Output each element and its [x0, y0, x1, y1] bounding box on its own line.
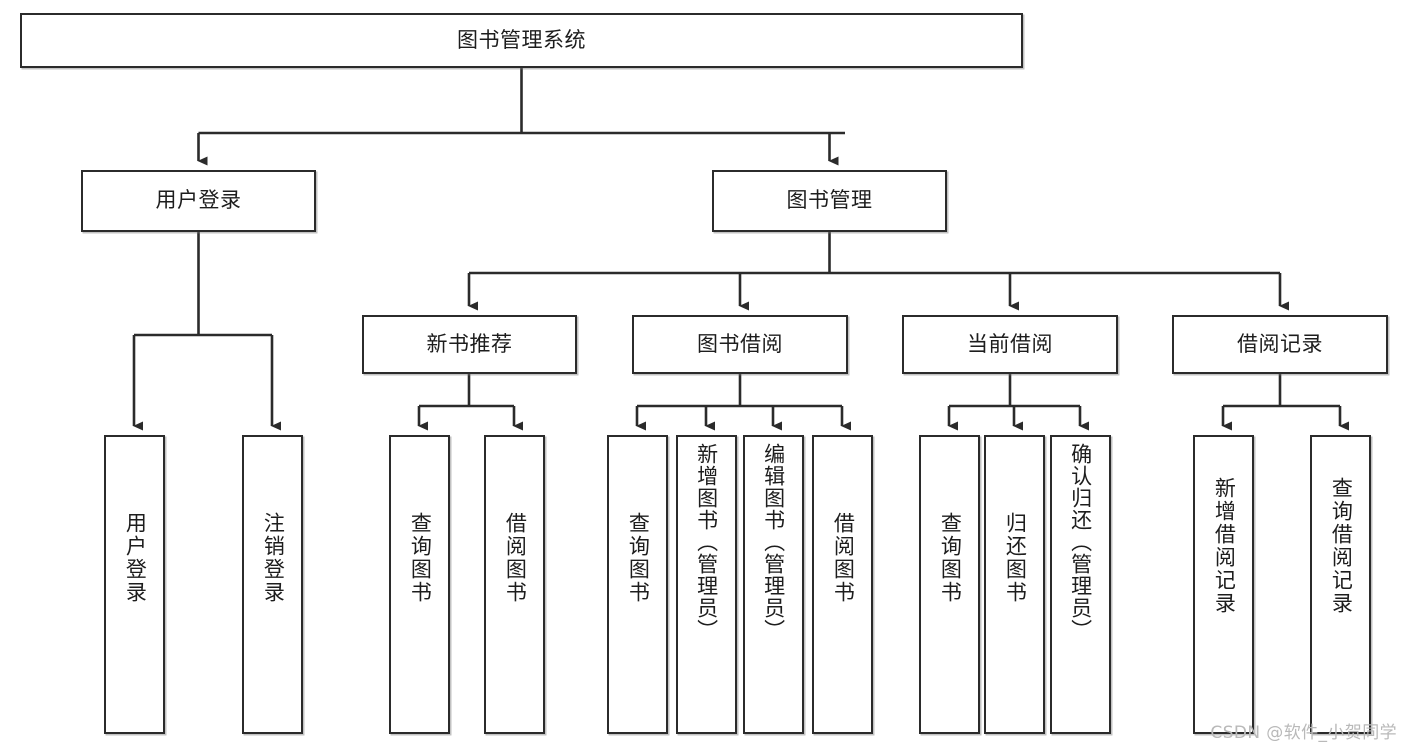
- node-leaf-add-record[interactable]: 新增借阅记录: [1193, 435, 1254, 734]
- node-leaf-edit-book[interactable]: 编辑图书（管理员）: [743, 435, 804, 734]
- node-book-borrow[interactable]: 图书借阅: [632, 315, 848, 374]
- node-leaf-user-logout-label: 注销登录: [261, 512, 286, 604]
- node-borrow-record[interactable]: 借阅记录: [1172, 315, 1388, 374]
- node-leaf-query-book-3-label: 查询图书: [938, 512, 963, 604]
- node-leaf-user-login-label: 用户登录: [123, 512, 148, 604]
- node-leaf-add-book-label: 新增图书（管理员）: [694, 443, 719, 641]
- node-leaf-borrow-book-2[interactable]: 借阅图书: [812, 435, 873, 734]
- node-leaf-confirm-return-label: 确认归还（管理员）: [1068, 443, 1093, 641]
- node-leaf-query-record[interactable]: 查询借阅记录: [1310, 435, 1371, 734]
- node-leaf-query-book-1-label: 查询图书: [408, 512, 433, 604]
- node-leaf-query-book-2[interactable]: 查询图书: [607, 435, 668, 734]
- node-book-borrow-label: 图书借阅: [697, 331, 783, 356]
- watermark-text: CSDN @软件_小贺同学: [1210, 723, 1397, 743]
- node-leaf-edit-book-label: 编辑图书（管理员）: [761, 443, 786, 641]
- node-borrow-record-label: 借阅记录: [1237, 331, 1323, 356]
- node-current-borrow[interactable]: 当前借阅: [902, 315, 1118, 374]
- node-user-login-label: 用户登录: [155, 188, 242, 213]
- node-root-label: 图书管理系统: [457, 27, 586, 52]
- node-new-book-recommend-label: 新书推荐: [426, 331, 513, 356]
- node-leaf-borrow-book-1[interactable]: 借阅图书: [484, 435, 545, 734]
- node-leaf-add-book[interactable]: 新增图书（管理员）: [676, 435, 737, 734]
- node-book-management[interactable]: 图书管理: [712, 170, 947, 232]
- node-leaf-confirm-return[interactable]: 确认归还（管理员）: [1050, 435, 1111, 734]
- node-root[interactable]: 图书管理系统: [20, 13, 1023, 68]
- node-book-management-label: 图书管理: [786, 188, 873, 213]
- node-leaf-user-logout[interactable]: 注销登录: [242, 435, 303, 734]
- node-leaf-user-login[interactable]: 用户登录: [104, 435, 165, 734]
- node-leaf-query-book-2-label: 查询图书: [626, 512, 651, 604]
- node-user-login[interactable]: 用户登录: [81, 170, 316, 232]
- node-leaf-query-book-1[interactable]: 查询图书: [389, 435, 450, 734]
- node-leaf-return-book-label: 归还图书: [1003, 512, 1028, 604]
- node-leaf-add-record-label: 新增借阅记录: [1212, 477, 1237, 615]
- node-leaf-return-book[interactable]: 归还图书: [984, 435, 1045, 734]
- node-leaf-query-book-3[interactable]: 查询图书: [919, 435, 980, 734]
- node-current-borrow-label: 当前借阅: [967, 331, 1053, 356]
- node-leaf-borrow-book-2-label: 借阅图书: [831, 512, 856, 604]
- node-new-book-recommend[interactable]: 新书推荐: [362, 315, 577, 374]
- node-leaf-query-record-label: 查询借阅记录: [1329, 477, 1354, 615]
- node-leaf-borrow-book-1-label: 借阅图书: [503, 512, 528, 604]
